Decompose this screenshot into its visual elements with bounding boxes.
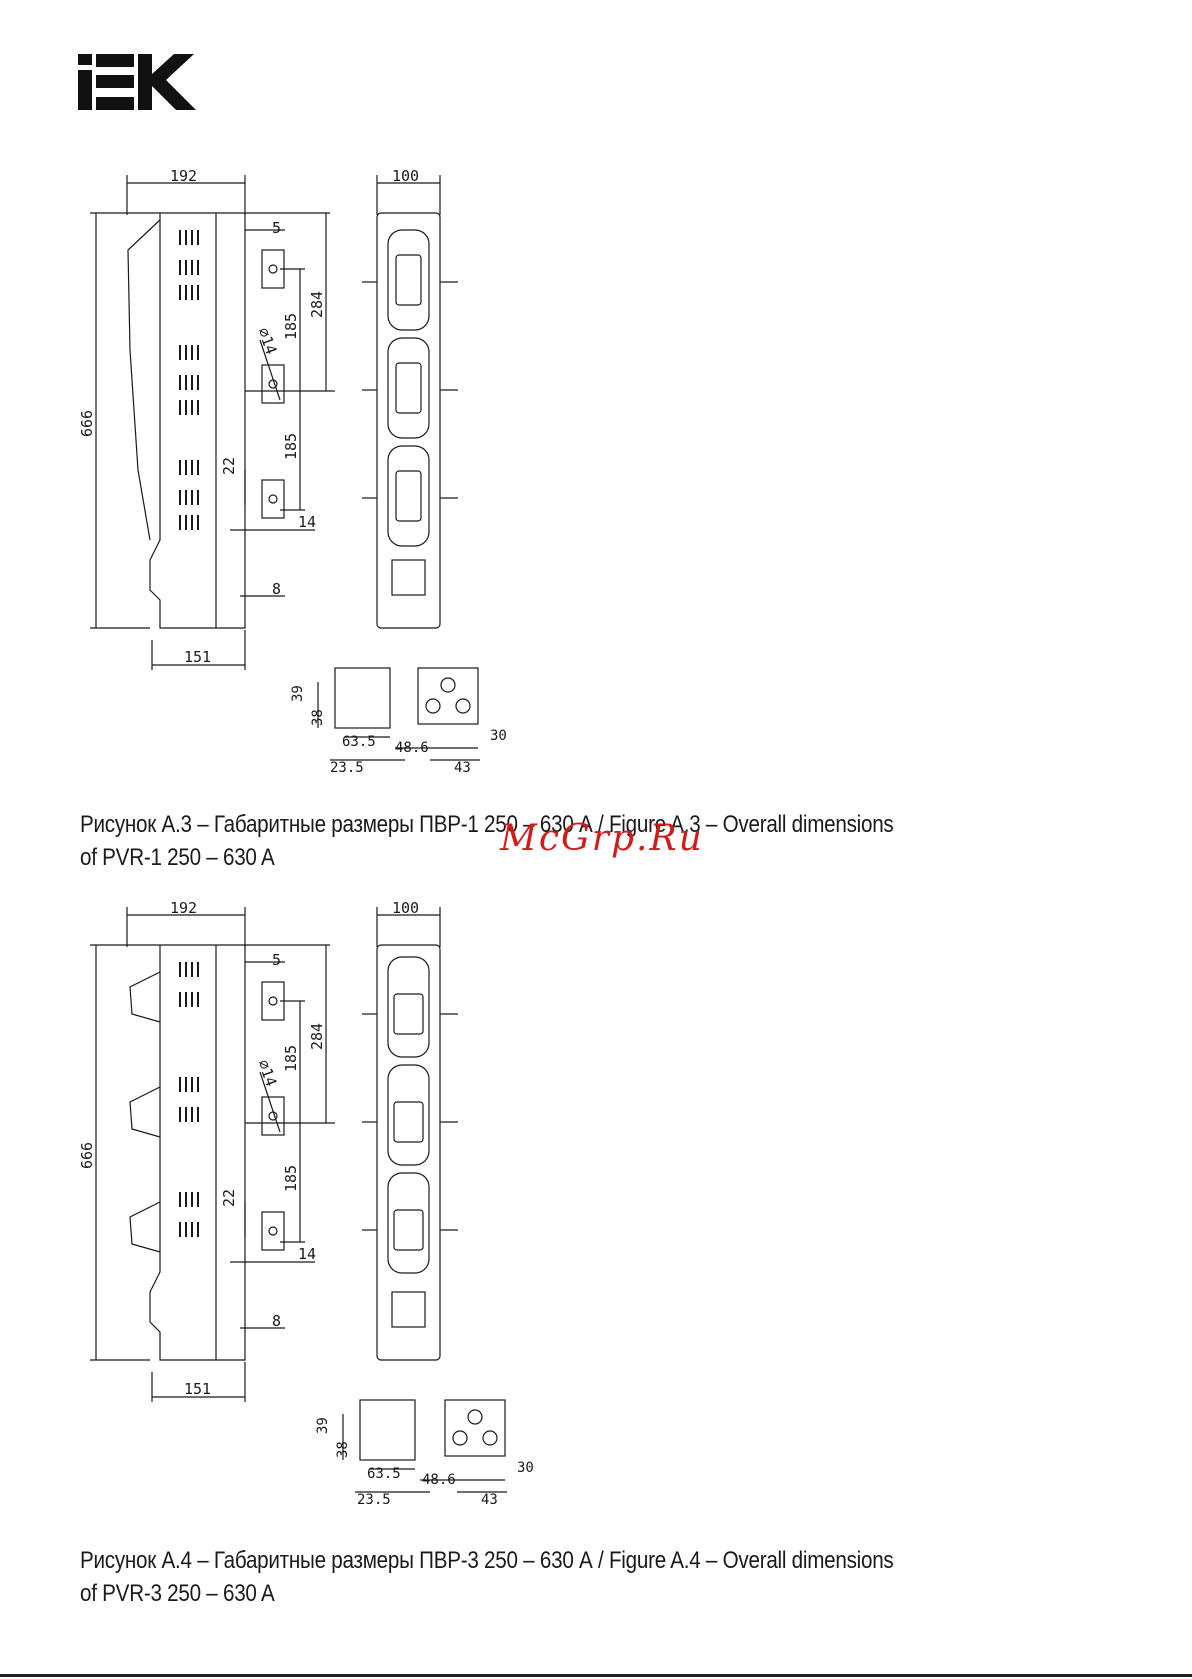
dim-height-284: 284 [308, 291, 326, 318]
dim-height-284: 284 [308, 1023, 326, 1050]
dim-t-23-5: 23.5 [330, 760, 364, 776]
dim-terminal-14: 14 [298, 1245, 316, 1263]
page-bottom-rule [0, 1674, 1192, 1677]
dim-gap-22: 22 [220, 457, 238, 475]
figure-a4-caption: Рисунок А.4 – Габаритные размеры ПВР-3 2… [80, 1544, 957, 1610]
dim-width-192: 192 [170, 167, 197, 185]
drawing-pvr-1: 192 100 5 284 185 ∅14 666 185 22 14 8 15… [78, 167, 507, 776]
dim-t-30: 30 [490, 728, 507, 744]
dim-front-100: 100 [392, 899, 419, 917]
dim-diameter-14: ∅14 [254, 325, 280, 357]
dim-terminal-14: 14 [298, 513, 316, 531]
dim-t-30: 30 [517, 1460, 534, 1476]
dim-bottom-8: 8 [272, 1312, 281, 1330]
caption-line: Рисунок А.3 – Габаритные размеры ПВР-1 2… [80, 811, 894, 838]
dim-pitch-185b: 185 [282, 1165, 300, 1192]
dim-t-63-5: 63.5 [342, 734, 376, 750]
dim-t-48-6: 48.6 [395, 740, 429, 756]
dim-bottom-8: 8 [272, 580, 281, 598]
caption-line: Рисунок А.4 – Габаритные размеры ПВР-3 2… [80, 1547, 894, 1574]
dim-pitch-185a: 185 [282, 1045, 300, 1072]
dim-depth-151: 151 [184, 648, 211, 666]
dim-offset-5: 5 [272, 219, 281, 237]
dim-depth-151: 151 [184, 1380, 211, 1398]
dim-total-666: 666 [78, 410, 96, 437]
dim-t-63-5: 63.5 [367, 1466, 401, 1482]
dim-pitch-185a: 185 [282, 313, 300, 340]
dim-diameter-14: ∅14 [254, 1057, 280, 1089]
figure-a3-caption: Рисунок А.3 – Габаритные размеры ПВР-1 2… [80, 808, 957, 874]
dim-gap-22: 22 [220, 1189, 238, 1207]
dim-total-666: 666 [78, 1142, 96, 1169]
drawing-pvr-3: 192 100 5 284 185 ∅14 666 185 22 14 8 15… [78, 899, 534, 1508]
dim-offset-5: 5 [272, 951, 281, 969]
dim-t-43: 43 [481, 1492, 498, 1508]
dim-t-43: 43 [454, 760, 471, 776]
caption-line: of PVR-3 250 – 630 A [80, 1580, 275, 1607]
figure-a4: 192 100 5 284 185 ∅14 666 185 22 14 8 15… [0, 732, 1192, 1552]
iek-logo [78, 54, 196, 110]
dim-front-100: 100 [392, 167, 419, 185]
watermark: McGrp.Ru [500, 818, 704, 859]
dim-t-39: 39 [290, 685, 306, 702]
caption-line: of PVR-1 250 – 630 A [80, 844, 275, 871]
dim-t-48-6: 48.6 [422, 1472, 456, 1488]
dim-t-23-5: 23.5 [357, 1492, 391, 1508]
dim-width-192: 192 [170, 899, 197, 917]
dim-t-38: 38 [310, 709, 326, 726]
figure-a3: 192 100 5 284 185 ∅14 666 185 22 14 8 15… [0, 0, 1192, 820]
dim-t-39: 39 [315, 1417, 331, 1434]
dim-t-38: 38 [335, 1441, 351, 1458]
dim-pitch-185b: 185 [282, 433, 300, 460]
